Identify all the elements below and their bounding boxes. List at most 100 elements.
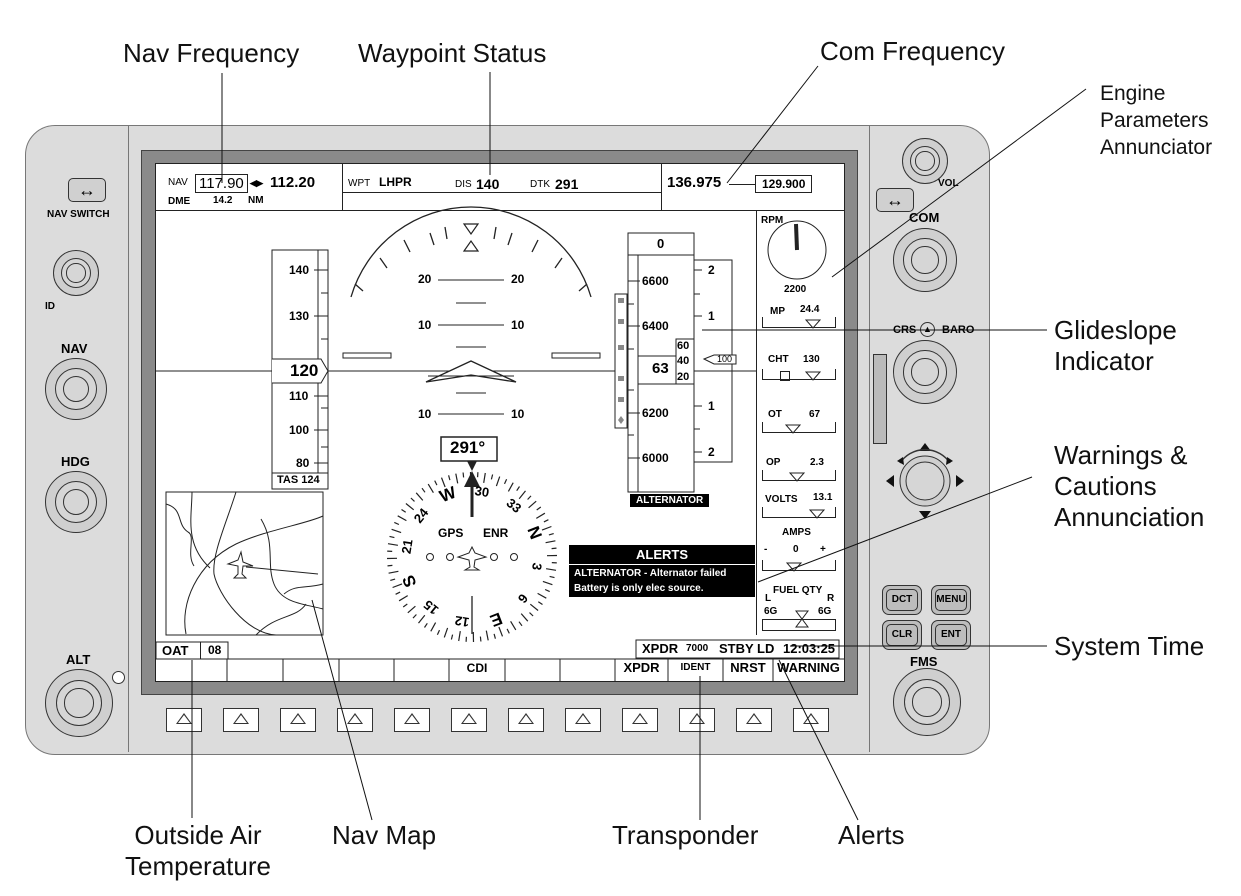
- compass-tick: [535, 512, 546, 519]
- hdg-knob[interactable]: [45, 471, 107, 533]
- id-label: ID: [45, 301, 55, 312]
- callout-glideslope-line1: Glideslope: [1054, 315, 1177, 345]
- compass-tick: [543, 519, 549, 523]
- compass-tick: [529, 603, 539, 611]
- crs-baro-knob[interactable]: [893, 340, 957, 404]
- compass-tick: [528, 500, 537, 509]
- hdg-knob-label: HDG: [61, 454, 90, 469]
- com-active-frequency[interactable]: 136.975: [667, 174, 722, 191]
- softkey-2[interactable]: [223, 708, 259, 732]
- com-knob-label: COM: [909, 210, 940, 225]
- cht-bar: [762, 369, 836, 380]
- amps-zero: 0: [793, 544, 799, 555]
- glideslope-dots: [618, 298, 624, 402]
- com-knob[interactable]: [893, 228, 957, 292]
- airspeed-current: 120: [290, 361, 319, 380]
- menu-button[interactable]: MENU: [931, 585, 971, 615]
- compass-tick: [551, 547, 557, 550]
- bezel-left-divider: [128, 126, 129, 752]
- compass-tick: [394, 521, 400, 526]
- dct-button[interactable]: DCT: [882, 585, 922, 615]
- softkey-1[interactable]: [166, 708, 202, 732]
- nav-swap-button[interactable]: ↔: [68, 178, 106, 202]
- compass-tick: [537, 592, 547, 599]
- compass-tick: [412, 614, 417, 619]
- altitude-tick-6400: 6400: [642, 319, 669, 333]
- volume-knob[interactable]: [902, 138, 948, 184]
- nav-map-lines: [165, 491, 324, 636]
- xpdr-mode: STBY LD: [719, 641, 775, 656]
- callout-glideslope-line2: Indicator: [1054, 346, 1154, 376]
- oat-divider: [200, 642, 201, 659]
- callout-warnings: Warnings & Cautions Annunciation: [1054, 440, 1204, 533]
- xpdr-code[interactable]: 7000: [686, 643, 709, 654]
- softkey-10[interactable]: [679, 708, 715, 732]
- nav-transfer-arrow: ◂▸: [250, 175, 264, 190]
- compass-tick: [520, 613, 529, 622]
- softkey-6[interactable]: [451, 708, 487, 732]
- compass-tick: [387, 564, 393, 567]
- nav-active-frequency[interactable]: 117.90: [195, 174, 248, 193]
- softkey-9[interactable]: [622, 708, 658, 732]
- altitude-tick-6000: 6000: [642, 451, 669, 465]
- pitch-label-up10-right: 10: [511, 318, 525, 332]
- roll-index: [462, 239, 480, 252]
- compass-tick: [498, 626, 504, 637]
- amps-label: AMPS: [782, 527, 811, 538]
- softkey-label-warning[interactable]: WARNING: [777, 660, 840, 675]
- compass-tick: [542, 580, 553, 586]
- altitude-ticks: [628, 280, 640, 459]
- softkey-3[interactable]: [280, 708, 316, 732]
- wpt-value: LHPR: [379, 175, 412, 189]
- callout-system-time: System Time: [1054, 631, 1205, 661]
- alerts-title: ALERTS: [636, 547, 688, 562]
- compass-tick: [401, 509, 407, 513]
- softkey-4[interactable]: [337, 708, 373, 732]
- softkey-7[interactable]: [508, 708, 544, 732]
- id-knob[interactable]: [53, 250, 99, 296]
- heading-readout[interactable]: 291°: [450, 438, 486, 457]
- callout-waypoint-status: Waypoint Status: [358, 38, 547, 68]
- clr-button[interactable]: CLR: [882, 620, 922, 650]
- cht-marker: [780, 371, 790, 381]
- nav-knob-label: NAV: [61, 341, 88, 356]
- ent-button[interactable]: ENT: [931, 620, 971, 650]
- fuel-qty-label: FUEL QTY: [773, 585, 823, 596]
- nav-map-aircraft: [226, 550, 254, 579]
- callout-warnings-line3: Annunciation: [1054, 502, 1205, 532]
- softkey-label-cdi[interactable]: CDI: [466, 661, 488, 675]
- pfd-graphics: [156, 206, 844, 681]
- heading-box: [440, 436, 498, 462]
- compass-tick: [510, 620, 517, 631]
- softkey-12[interactable]: [793, 708, 829, 732]
- fms-joystick[interactable]: [880, 441, 970, 521]
- pitch-label-down10-right: 10: [511, 407, 525, 421]
- callout-engine-line1: Engine: [1100, 82, 1166, 105]
- compass-tick: [440, 477, 446, 488]
- com-standby-frequency[interactable]: 129.900: [755, 175, 813, 193]
- dtk-value: 291: [555, 176, 579, 192]
- alt-knob[interactable]: [45, 669, 113, 737]
- heading-pointer: [467, 461, 477, 471]
- compass-tick: [387, 543, 398, 546]
- softkey-5[interactable]: [394, 708, 430, 732]
- softkey-label-ident[interactable]: IDENT: [680, 662, 711, 673]
- com-swap-button[interactable]: ↔: [876, 188, 914, 212]
- pitch-label-up10-left: 10: [418, 318, 432, 332]
- compass-tick: [391, 528, 402, 534]
- nav-knob[interactable]: [45, 358, 107, 420]
- softkey-label-xpdr[interactable]: XPDR: [623, 660, 660, 675]
- compass-tick: [415, 492, 424, 501]
- nav-standby-frequency[interactable]: 112.20: [270, 174, 316, 191]
- tas-box: [271, 472, 329, 490]
- fms-knob[interactable]: [893, 668, 961, 736]
- selected-altitude[interactable]: 0: [657, 236, 665, 251]
- softkey-label-nrst[interactable]: NRST: [730, 660, 766, 675]
- top-bar-divider-1: [342, 164, 343, 210]
- softkey-11[interactable]: [736, 708, 772, 732]
- altitude-roll-40: 40: [677, 355, 690, 367]
- compass-tick: [541, 525, 552, 531]
- rpm-label: RPM: [761, 215, 784, 226]
- softkey-8[interactable]: [565, 708, 601, 732]
- compass-tick: [458, 631, 461, 642]
